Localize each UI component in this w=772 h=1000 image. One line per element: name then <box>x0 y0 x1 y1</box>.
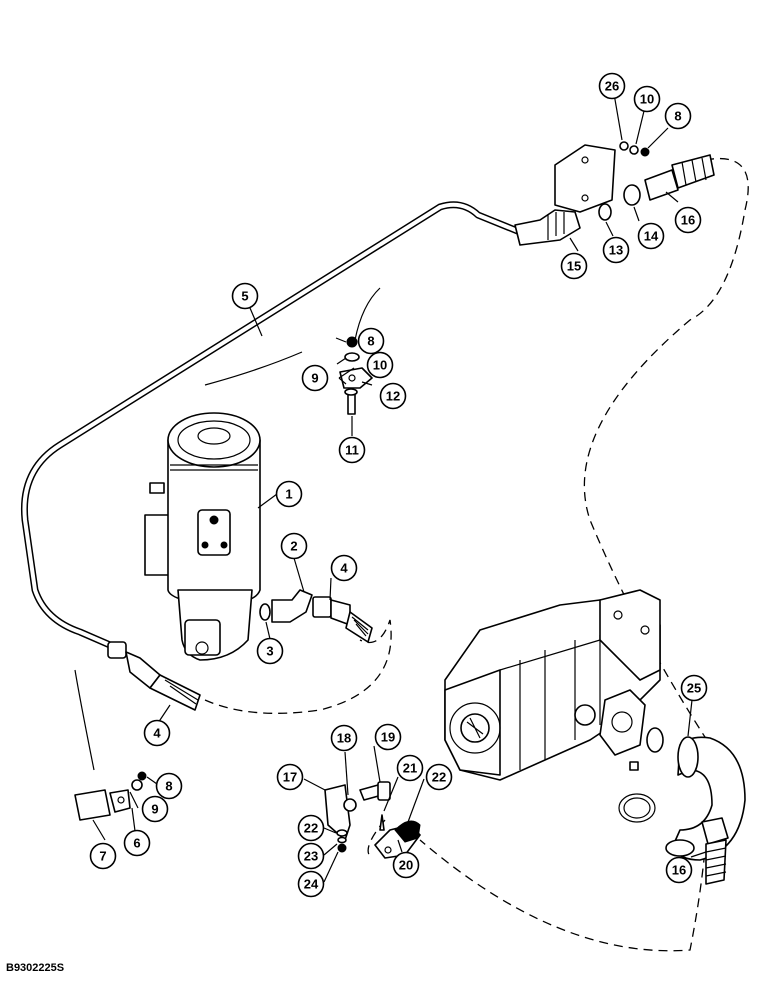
svg-text:3: 3 <box>266 644 273 659</box>
figure-id: B9302225S <box>6 962 65 974</box>
svg-text:12: 12 <box>386 389 400 404</box>
starter-motor <box>144 412 261 661</box>
pump-inlet-fittings <box>618 727 746 885</box>
callout-10: 10 <box>633 85 661 113</box>
callout-9: 9 <box>141 795 169 823</box>
svg-text:26: 26 <box>605 79 619 94</box>
svg-text:11: 11 <box>345 443 359 458</box>
svg-text:20: 20 <box>399 858 413 873</box>
svg-text:18: 18 <box>337 731 351 746</box>
callout-9: 9 <box>301 364 329 392</box>
svg-text:9: 9 <box>151 802 158 817</box>
svg-text:8: 8 <box>367 334 374 349</box>
callout-5: 5 <box>231 282 259 310</box>
callout-24: 24 <box>297 870 325 898</box>
svg-text:7: 7 <box>99 849 106 864</box>
svg-text:1: 1 <box>285 487 292 502</box>
callout-26: 26 <box>598 72 626 100</box>
callout-4: 4 <box>143 719 171 747</box>
starter-fittings <box>259 589 373 643</box>
callout-18: 18 <box>330 724 358 752</box>
callout-8: 8 <box>357 327 385 355</box>
tube-end-fittings <box>107 641 201 711</box>
callout-7: 7 <box>89 842 117 870</box>
clamp-parts-lower <box>324 781 421 859</box>
callout-8: 8 <box>664 102 692 130</box>
leader-lines <box>74 87 707 883</box>
callout-13: 13 <box>602 236 630 264</box>
callout-balloons: 1 2 3 4 4 5 6 7 8 8 8 9 9 10 10 11 12 13… <box>89 72 708 898</box>
svg-text:16: 16 <box>672 863 686 878</box>
callout-20: 20 <box>392 851 420 879</box>
svg-text:9: 9 <box>311 371 318 386</box>
callout-22: 22 <box>297 814 325 842</box>
svg-text:24: 24 <box>304 877 319 892</box>
callout-14: 14 <box>637 222 665 250</box>
callout-21: 21 <box>396 754 424 782</box>
callout-8: 8 <box>155 772 183 800</box>
callout-10: 10 <box>366 351 394 379</box>
callout-3: 3 <box>256 637 284 665</box>
svg-text:21: 21 <box>403 761 417 776</box>
callout-22: 22 <box>425 763 453 791</box>
svg-text:6: 6 <box>133 836 140 851</box>
callout-19: 19 <box>374 723 402 751</box>
svg-text:8: 8 <box>165 779 172 794</box>
callout-15: 15 <box>560 252 588 280</box>
clamp-parts-left <box>74 771 147 821</box>
svg-text:2: 2 <box>290 539 297 554</box>
callout-16: 16 <box>674 206 702 234</box>
svg-text:25: 25 <box>687 681 701 696</box>
hydraulic-pump <box>444 589 661 781</box>
callout-6: 6 <box>123 829 151 857</box>
callout-1: 1 <box>275 480 303 508</box>
callout-17: 17 <box>276 763 304 791</box>
svg-text:23: 23 <box>304 849 318 864</box>
callout-12: 12 <box>379 382 407 410</box>
callout-2: 2 <box>280 532 308 560</box>
svg-text:22: 22 <box>432 770 446 785</box>
svg-text:8: 8 <box>674 109 681 124</box>
svg-text:4: 4 <box>153 726 161 741</box>
callout-16: 16 <box>665 856 693 884</box>
svg-text:19: 19 <box>381 730 395 745</box>
svg-text:5: 5 <box>241 289 248 304</box>
svg-text:17: 17 <box>283 770 297 785</box>
callout-4: 4 <box>330 554 358 582</box>
callout-23: 23 <box>297 842 325 870</box>
upper-right-fittings <box>514 141 715 246</box>
svg-text:10: 10 <box>373 358 387 373</box>
svg-text:15: 15 <box>567 259 581 274</box>
svg-text:16: 16 <box>681 213 695 228</box>
hydraulic-tube <box>20 201 522 649</box>
svg-text:22: 22 <box>304 821 318 836</box>
svg-text:4: 4 <box>340 561 348 576</box>
svg-text:10: 10 <box>640 92 654 107</box>
svg-text:13: 13 <box>609 243 623 258</box>
callout-25: 25 <box>680 674 708 702</box>
svg-text:14: 14 <box>644 229 659 244</box>
callout-11: 11 <box>338 436 366 464</box>
